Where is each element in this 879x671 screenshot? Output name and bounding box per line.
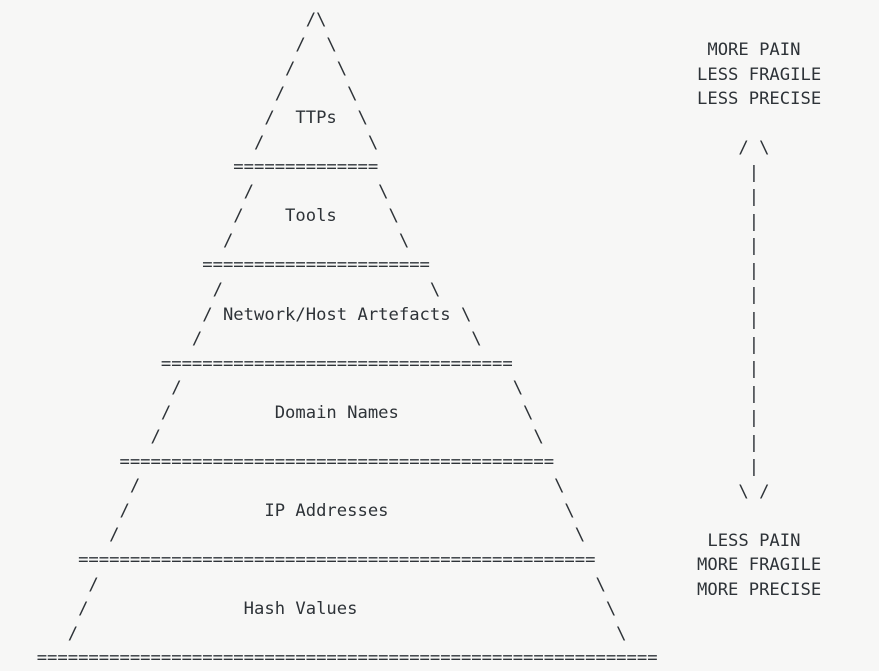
pyramid-of-pain-ascii-art: /\ / \ / \ / \ / TTPs \ / \ ====== xyxy=(36,10,658,669)
diagram-canvas: /\ / \ / \ / \ / TTPs \ / \ ====== xyxy=(36,10,822,669)
pain-scale-legend-ascii-art: MORE PAIN LESS FRAGILE LESS PRECISE / \ … xyxy=(697,40,822,601)
